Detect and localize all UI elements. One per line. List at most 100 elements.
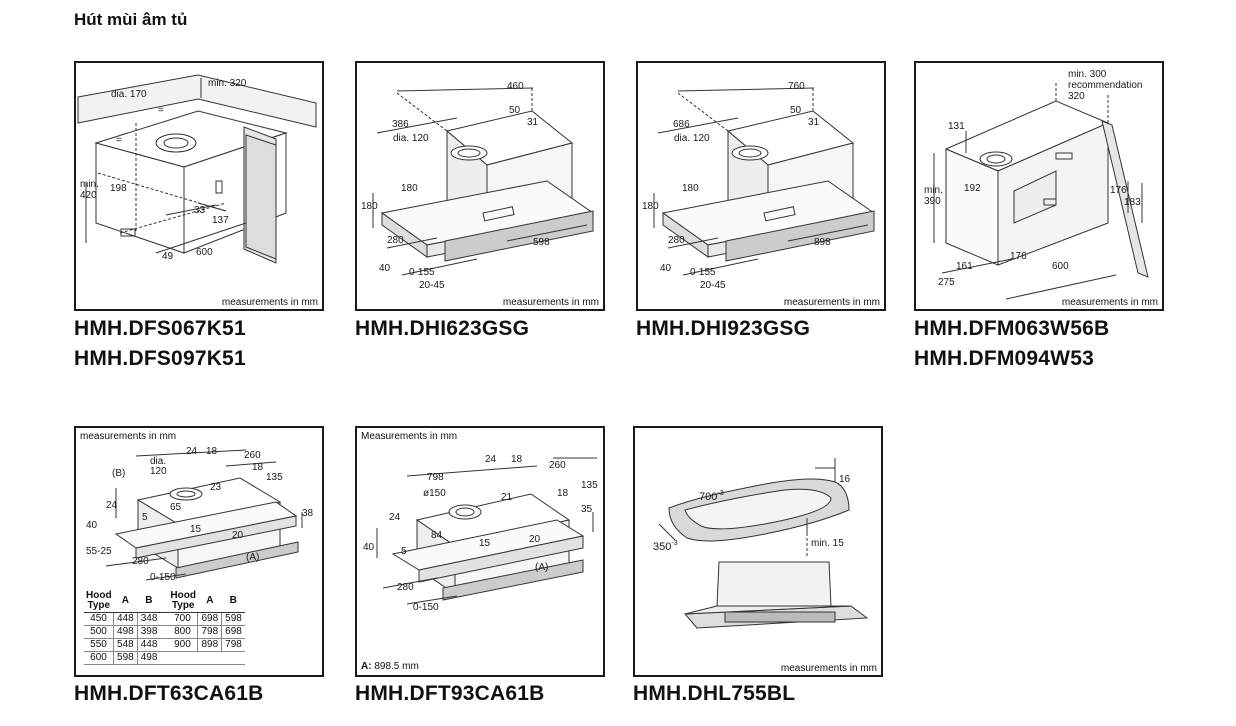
label-50: 50 [790, 105, 802, 116]
label-275: 275 [938, 277, 955, 288]
cell: 900 [160, 638, 198, 652]
label-320: 320 [1068, 91, 1085, 102]
cell: 498 [136, 651, 161, 665]
product-code: HMH.DHI923GSG [636, 317, 811, 340]
table-header: B [137, 591, 161, 613]
table-header: Hood Type [160, 591, 198, 613]
label-min320: min. 320 [208, 78, 247, 89]
label-120: 120 [150, 466, 167, 477]
cell: 698 [197, 612, 222, 626]
label-420: 420 [80, 190, 97, 201]
label-eq-2: = [158, 105, 164, 116]
label-460: 460 [507, 81, 524, 92]
label-598: 598 [533, 237, 550, 248]
label-280: 280 [132, 556, 149, 567]
footnote-value: 898.5 mm [374, 661, 419, 672]
label-18-a: 18 [206, 446, 218, 457]
label-A: (A) [535, 562, 548, 573]
label-0-150: 0-150 [150, 572, 176, 583]
cell: 700 [160, 612, 198, 626]
label-min300: min. 300 [1068, 69, 1107, 80]
integrated-hood-drawing: 760 686 50 31 dia. 120 180 180 280 898 4… [642, 81, 876, 291]
cell: 448 [136, 638, 161, 652]
measurement-note: measurements in mm [502, 297, 599, 308]
label-40: 40 [379, 263, 391, 274]
measurement-note: Measurements in mm [361, 431, 458, 442]
measurement-note: measurements in mm [783, 297, 880, 308]
measurement-note: measurements in mm [780, 663, 877, 674]
label-min15: min. 15 [811, 538, 844, 549]
footnote: A: 898.5 mm [361, 661, 419, 672]
label-798: 798 [427, 472, 444, 483]
label-150: ø150 [423, 488, 446, 499]
label-600: 600 [1052, 261, 1069, 272]
label-386: 386 [392, 119, 409, 130]
label-137: 137 [212, 215, 229, 226]
product-code: HMH.DFT63CA61B [74, 682, 264, 705]
table-header: A [113, 591, 138, 613]
label-180-b: 180 [361, 201, 378, 212]
telescopic-hood-drawing: dia. 170 min. 320 = = min. 420 198 33 13… [77, 74, 317, 264]
measurement-note: measurements in mm [1061, 297, 1158, 308]
product-caption: HMH.DHL755BL [633, 679, 795, 709]
drawing-dhi923gsg: 760 686 50 31 dia. 120 180 180 280 898 4… [636, 61, 886, 311]
cell [197, 651, 222, 665]
label-35: 35 [581, 504, 593, 515]
label-20-45: 20-45 [700, 280, 726, 291]
cabinet-hood-drawing: min. 300 recommendation 320 131 min. 390… [924, 69, 1149, 300]
label-65: 65 [170, 502, 182, 513]
label-eq-1: = [116, 135, 122, 146]
label-700: 700-3 [699, 490, 724, 503]
table-row: 600 598 498 [84, 651, 245, 665]
label-180-a: 180 [682, 183, 699, 194]
label-390: 390 [924, 196, 941, 207]
cell: 598 [221, 612, 245, 626]
table-row: 550 548 448 900 898 798 [84, 638, 245, 652]
cell: 550 [84, 638, 114, 652]
label-38: 38 [302, 508, 314, 519]
product-code: HMH.DFM094W53 [914, 347, 1094, 370]
label-135: 135 [581, 480, 598, 491]
label-176-a: 176 [1110, 185, 1127, 196]
product-caption: HMH.DFT93CA61B [355, 679, 545, 709]
cell: 548 [113, 638, 138, 652]
label-600: 600 [196, 247, 213, 258]
cell: 448 [113, 612, 138, 626]
label-min: min. [924, 185, 943, 196]
label-40: 40 [86, 520, 98, 531]
label-192: 192 [964, 183, 981, 194]
label-135: 135 [266, 472, 283, 483]
table-header: Hood Type [84, 590, 114, 613]
cell: 348 [136, 612, 161, 626]
label-15: 15 [479, 538, 491, 549]
product-code: HMH.DFS067K51 [74, 317, 246, 340]
label-176-b: 176 [1010, 251, 1027, 262]
label-dia120: dia. 120 [674, 133, 710, 144]
label-84: 84 [431, 530, 443, 541]
product-caption: HMH.DFM063W56B HMH.DFM094W53 [914, 314, 1109, 374]
product-caption: HMH.DFS067K51 HMH.DFS097K51 [74, 314, 246, 374]
table-row: 450 448 348 700 698 598 [84, 612, 245, 626]
label-23: 23 [210, 482, 222, 493]
label-280: 280 [668, 235, 685, 246]
label-0-150: 0-150 [413, 602, 439, 613]
label-55-25: 55-25 [86, 546, 112, 557]
measurement-note: measurements in mm [221, 297, 318, 308]
label-0-155: 0-155 [690, 267, 716, 278]
label-recommendation: recommendation [1068, 80, 1142, 91]
drawing-dfs067k51: dia. 170 min. 320 = = min. 420 198 33 13… [74, 61, 324, 311]
product-caption: HMH.DFT63CA61B [74, 679, 264, 709]
product-code: HMH.DHL755BL [633, 682, 796, 705]
telescopic-hood-drawing: 24 18 260 18 135 (B) dia. 120 23 24 65 5… [86, 446, 314, 583]
drawing-dhl755bl: 700-3 350-3 16 min. 15 measurements in m… [633, 426, 883, 677]
integrated-hood-drawing: 460 386 50 31 dia. 120 180 180 280 598 4… [361, 81, 595, 291]
cell: 498 [113, 625, 138, 639]
label-18-b: 18 [557, 488, 569, 499]
product-code: HMH.DFM063W56B [914, 317, 1110, 340]
label-40: 40 [660, 263, 672, 274]
cell: 798 [197, 625, 222, 639]
label-50: 50 [509, 105, 521, 116]
table-row: 500 498 398 800 798 698 [84, 625, 245, 639]
table-header: B [221, 591, 245, 613]
product-caption: HMH.DHI923GSG [636, 314, 810, 344]
